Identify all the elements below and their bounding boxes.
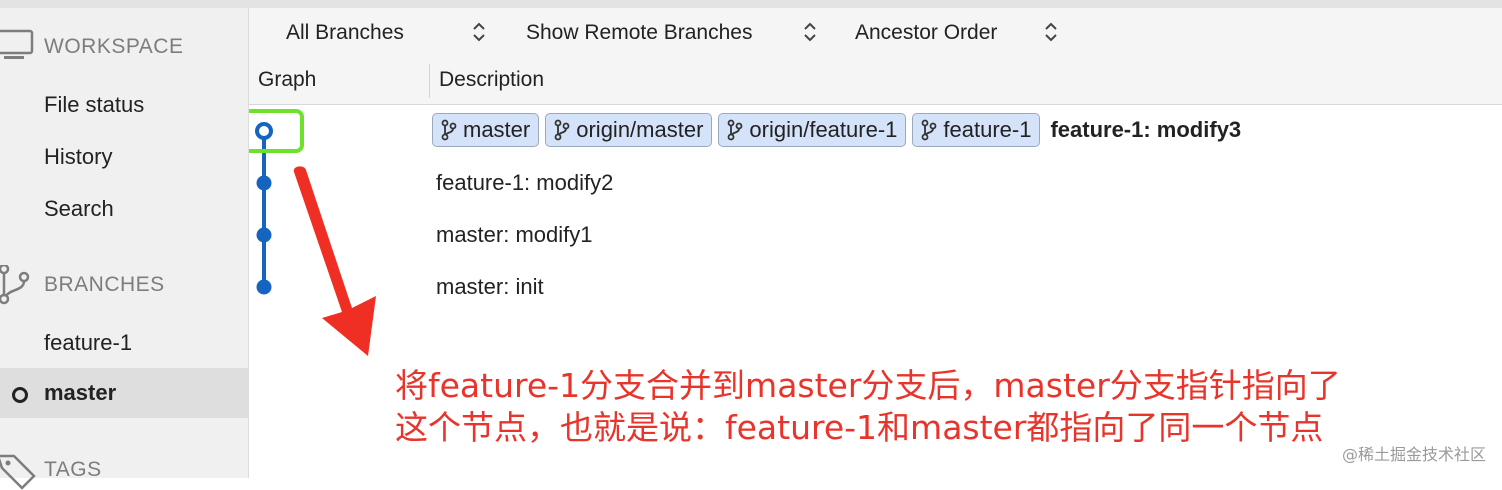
column-header: Graph Description: [249, 58, 1502, 105]
commit-message: master: modify1: [436, 222, 593, 247]
annotation-arrow: [293, 166, 376, 356]
commit-row[interactable]: master origin/master origin/feature-1 fe…: [249, 105, 1502, 157]
annotation-text: 将feature-1分支合并到master分支后，master分支指针指向了 这…: [395, 365, 1415, 449]
branch-name: master: [44, 380, 117, 405]
commit-row[interactable]: feature-1: modify2: [249, 157, 1502, 209]
head-commit-node[interactable]: [255, 122, 273, 140]
ref-name: feature-1: [943, 117, 1032, 142]
branch-icon: [554, 119, 570, 141]
branch-name: feature-1: [44, 330, 133, 355]
ref-tag[interactable]: master: [432, 113, 540, 147]
commit-message: master: init: [436, 274, 544, 299]
workspace-section: WORKSPACE: [0, 27, 248, 67]
branches-section: BRANCHES: [0, 265, 248, 305]
column-description[interactable]: Description: [439, 68, 545, 91]
ref-tags: master origin/master origin/feature-1 fe…: [432, 111, 1241, 149]
commit-node[interactable]: [256, 279, 272, 295]
branch-icon: [728, 119, 743, 141]
branch-icon: [0, 265, 30, 305]
order-label: Ancestor Order: [855, 21, 998, 44]
chevron-up-down-icon: [1045, 22, 1057, 42]
ref-tag[interactable]: origin/feature-1: [718, 113, 907, 147]
sidebar: WORKSPACE File status History Search BRA…: [0, 8, 249, 490]
commit-node[interactable]: [256, 175, 272, 191]
sidebar-item-label: History: [44, 144, 113, 169]
current-branch-icon: [12, 387, 28, 403]
ref-name: master: [463, 117, 531, 142]
sidebar-item-feature-1[interactable]: feature-1: [0, 318, 248, 368]
sidebar-item-label: Search: [44, 196, 114, 221]
tags-label: TAGS: [44, 458, 102, 481]
commit-message: feature-1: modify3: [1050, 117, 1242, 142]
filter-toolbar: All Branches Show Remote Branches Ancest…: [249, 8, 1502, 58]
commit-row[interactable]: master: init: [249, 261, 1502, 313]
branches-label: BRANCHES: [44, 273, 165, 296]
branch-icon: [921, 119, 937, 141]
sidebar-item-history[interactable]: History: [0, 132, 248, 182]
ref-name: origin/master: [576, 117, 704, 142]
sidebar-item-master[interactable]: master: [0, 368, 248, 418]
branch-filter-label: All Branches: [286, 21, 404, 44]
ref-tag[interactable]: origin/master: [545, 113, 713, 147]
window-top-edge: [0, 0, 1502, 8]
commit-node[interactable]: [256, 227, 272, 243]
highlight-box: [249, 109, 304, 153]
commit-message: feature-1: modify2: [436, 170, 614, 195]
tag-icon: [0, 454, 36, 490]
sidebar-item-label: File status: [44, 92, 145, 117]
commit-row[interactable]: master: modify1: [249, 209, 1502, 261]
sidebar-item-search[interactable]: Search: [0, 184, 248, 234]
column-graph[interactable]: Graph: [258, 68, 317, 91]
annotation-line: 将feature-1分支合并到master分支后，master分支指针指向了: [395, 366, 1341, 405]
workspace-label: WORKSPACE: [44, 35, 184, 58]
annotation-line: 这个节点，也就是说：feature-1和master都指向了同一个节点: [395, 408, 1324, 447]
column-divider[interactable]: [429, 64, 430, 98]
chevron-up-down-icon: [804, 22, 816, 42]
tags-section: TAGS: [0, 450, 248, 490]
ref-tag[interactable]: feature-1: [912, 113, 1041, 147]
sidebar-item-file-status[interactable]: File status: [0, 80, 248, 130]
watermark: @稀土掘金技术社区: [1341, 445, 1486, 464]
branch-icon: [441, 119, 457, 141]
ref-name: origin/feature-1: [749, 117, 898, 142]
commit-list: master origin/master origin/feature-1 fe…: [249, 105, 1502, 478]
chevron-up-down-icon: [473, 22, 485, 42]
monitor-icon: [0, 29, 34, 59]
commit-graph: [249, 109, 304, 295]
remote-filter-label: Show Remote Branches: [526, 21, 753, 44]
